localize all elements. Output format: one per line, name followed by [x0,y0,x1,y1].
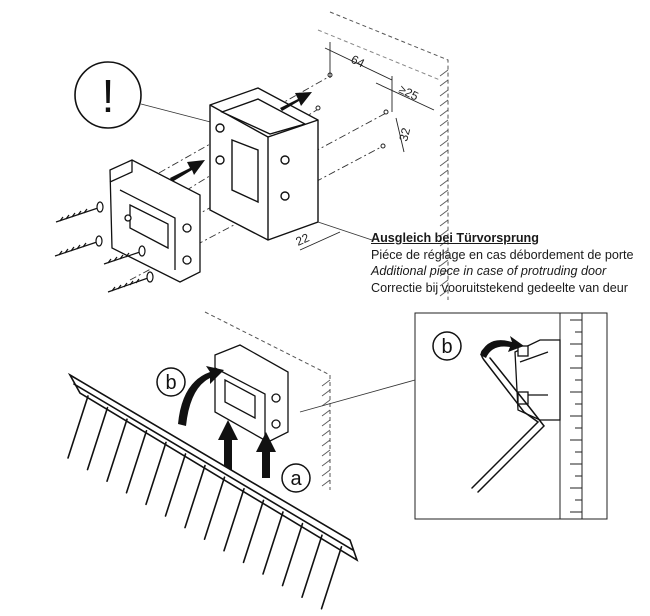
step-label-b-detail: b [432,331,462,361]
detail-bracket [514,339,561,421]
rack-tine [86,406,109,471]
rack-tine [281,522,304,587]
caption-dutch: Correctie bij vooruitstekend gedeelte va… [371,280,628,295]
wall-bottom [204,311,331,490]
rack-tine [242,499,265,564]
step-label-b: b [156,367,186,397]
caption-leader-line [317,221,373,241]
dimension-64: 64 [349,52,367,71]
arrow-icon-bottom [178,366,276,478]
caption-french: Piéce de réglage en cas débordement de p… [371,247,634,262]
rack-tine [125,430,148,494]
rack-tine [203,476,226,540]
caption-german: Ausgleich bei Türvorsprung [371,231,539,245]
rack-tine [223,488,245,552]
step-label-b-text: b [165,372,176,394]
rack-tine [67,395,89,459]
rack-tine [184,464,206,529]
bracket-top [109,159,201,283]
caption-english: Additional piece in case of protruding d… [371,264,607,278]
wall-top [317,11,449,300]
spacer-block [209,87,319,241]
warning-exclamation: ! [102,70,115,122]
detail-leader-line [299,379,416,413]
screw-icon-group [54,201,154,293]
detail-door-edge [559,312,583,520]
warning-icon: ! [74,61,142,129]
detail-box: b [414,312,608,520]
dimension-22: 22 [294,230,312,248]
step-label-b-detail-text: b [441,336,452,358]
arrow-icon-top [170,92,312,182]
screw-icon [55,201,104,223]
curved-arrow-icon [178,366,224,426]
bracket-bottom [214,344,289,443]
dimension-clearance-25: ≥25 [397,82,421,103]
rack-tine [164,453,187,517]
wall-marks [315,72,389,149]
step-label-a: a [281,463,311,493]
step-label-a-text: a [290,468,302,490]
dimension-32: 32 [396,126,413,143]
curved-arrow-icon [480,336,524,358]
screw-icon [107,271,154,293]
rack-tine [320,546,343,610]
dimension-lines [299,42,435,251]
rack [67,372,359,610]
rack-tine [301,534,323,598]
caption-block: Ausgleich bei Türvorsprung Piéce de régl… [371,230,647,296]
rack-tine [262,511,284,575]
warning-leader-line [140,103,223,126]
rack-tine [106,418,128,482]
screw-icon [103,245,146,265]
screw-icon [54,235,103,257]
rack-tine [145,441,167,506]
